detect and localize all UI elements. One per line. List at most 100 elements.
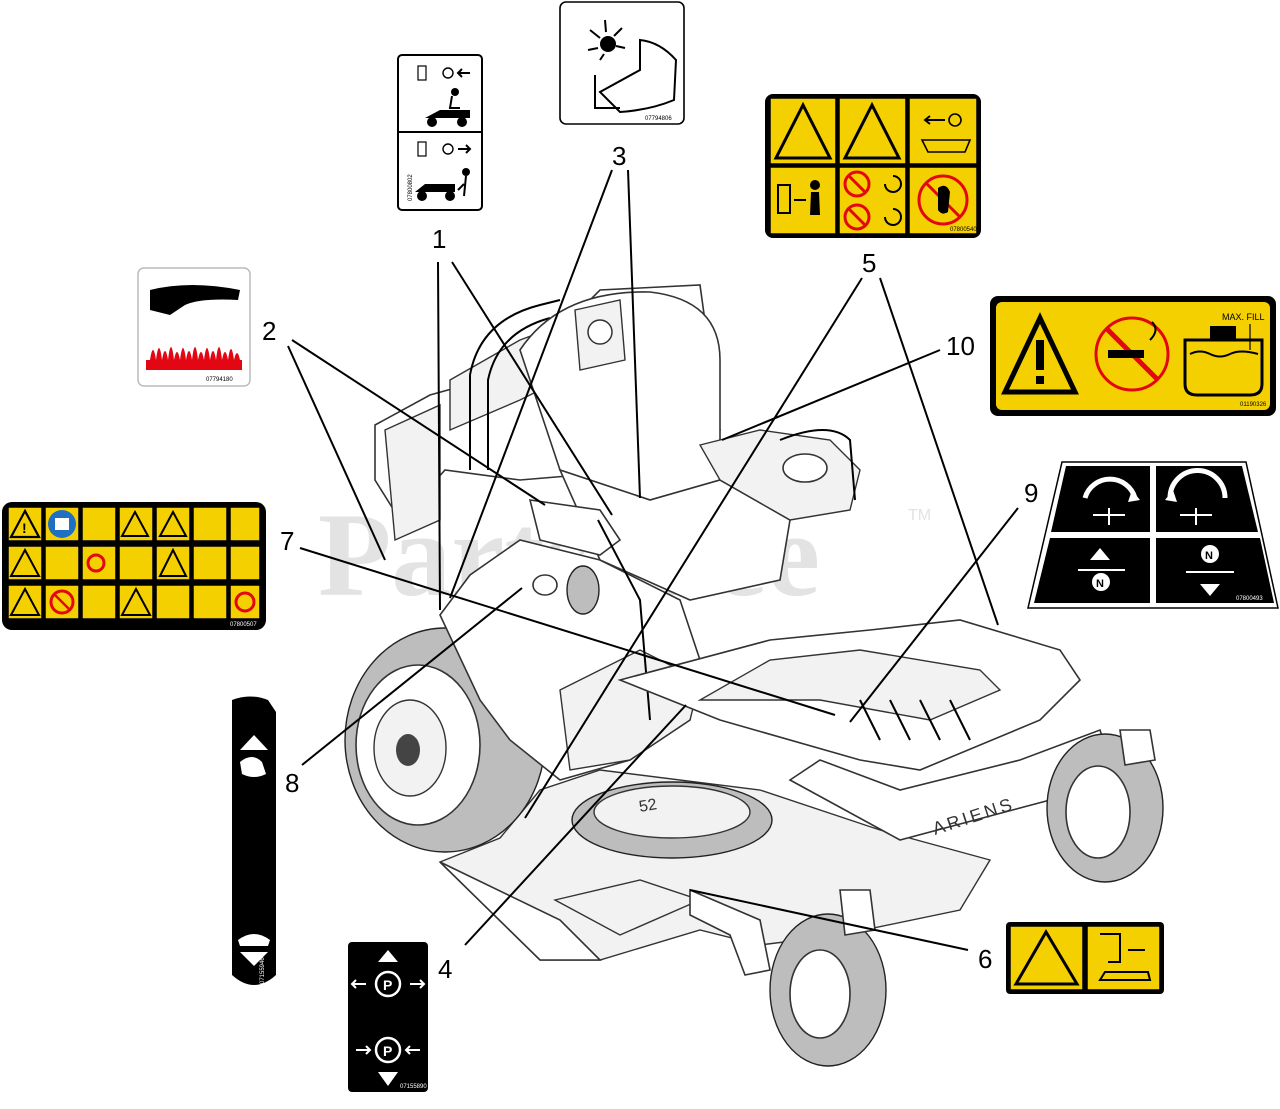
rear-wheel-left-axle	[396, 734, 420, 766]
decal-9-code: 07800493	[1236, 596, 1263, 602]
svg-text:N: N	[1205, 550, 1213, 562]
decal-3: 07794806	[559, 1, 685, 125]
svg-text:N: N	[1096, 578, 1104, 590]
decal-1: 07800802	[397, 54, 483, 211]
caution-triangle-icon	[1001, 312, 1079, 395]
no-smoking-icon	[1094, 316, 1170, 392]
no-feet-icon	[917, 174, 969, 226]
foot-plate	[697, 649, 1002, 721]
decal-1-top-panel	[417, 65, 470, 127]
decal-9: N N 07800493	[1027, 461, 1279, 609]
callout-8: 8	[285, 768, 299, 798]
ignition-switch	[532, 574, 558, 596]
no-children-icon	[234, 591, 256, 613]
deck-neutral-up-icon: N	[1078, 548, 1125, 591]
fuel-cap	[782, 453, 828, 483]
callout-4: 4	[438, 954, 452, 984]
decal-8: 07155946	[232, 696, 276, 985]
max-fill-label: MAX. FILL	[1222, 312, 1265, 322]
hand-icon	[150, 285, 240, 315]
leader-6	[689, 889, 969, 951]
callout-5: 5	[862, 248, 876, 278]
slope-warning-icon	[158, 509, 188, 537]
throttle-up-arrow-icon	[240, 735, 268, 750]
callout-10: 10	[946, 331, 975, 361]
leader-2a	[287, 345, 386, 561]
decal-10-code: 01190326	[1240, 402, 1267, 408]
throttle-knob	[566, 565, 600, 615]
decal-3-frame	[559, 1, 685, 125]
fuel-tank-max-fill-icon: MAX. FILL	[1183, 312, 1265, 397]
keep-bystanders-away-icon	[777, 180, 820, 215]
park-brake-engage-icon	[374, 970, 402, 998]
callout-numbers: 1 2 3 4 5 6 7 8 9 10	[262, 141, 1038, 984]
deck-neutral-down-icon: N	[1186, 545, 1234, 596]
leader-4	[464, 704, 687, 946]
rabbit-fast-icon	[240, 757, 266, 777]
mower-illustration: ARIENS 52	[344, 284, 1164, 1067]
leader-3b	[627, 169, 641, 499]
deck-blade-warning-icon	[1013, 929, 1080, 986]
callout-2: 2	[262, 316, 276, 346]
deck-discharge-chute	[439, 861, 602, 961]
right-rops-post	[779, 429, 856, 501]
decal-7-code: 07800507	[230, 622, 257, 628]
seat-cushion	[558, 468, 791, 601]
front-frame-nose	[788, 728, 1111, 841]
front-caster-left-hub	[789, 949, 851, 1039]
hand-entangle-icon	[598, 38, 678, 114]
front-caster-right-hub	[1065, 765, 1131, 859]
no-passenger-icon	[86, 553, 106, 573]
rops-left-post	[469, 299, 561, 470]
key-removal-icon	[920, 113, 972, 153]
seat-logo	[587, 319, 613, 345]
svg-text:!: !	[22, 520, 27, 536]
heat-flames-icon	[146, 347, 242, 370]
leader-9	[849, 507, 1019, 723]
park-brake-release-icon	[374, 1036, 402, 1064]
deck-raise-counterclockwise-icon	[1165, 468, 1228, 525]
callout-7: 7	[280, 526, 294, 556]
callout-3: 3	[612, 141, 626, 171]
decal-6	[1006, 922, 1164, 994]
decal-2-code: 07794180	[206, 377, 233, 383]
left-armrest	[528, 499, 622, 556]
leader-3a	[449, 169, 613, 599]
decal-3-code: 07794806	[645, 116, 672, 122]
thrown-object-icon-small	[9, 547, 41, 577]
turtle-slow-icon	[238, 934, 270, 946]
caster-right-fork	[1119, 729, 1156, 766]
decal-2: 07794180	[137, 267, 251, 387]
general-warning-icon	[9, 508, 41, 539]
no-riders-icon	[49, 589, 75, 615]
decal-7-grid	[7, 506, 261, 620]
drive-over-edge-icon	[158, 547, 188, 577]
deck-raise-clockwise-icon	[1082, 476, 1140, 525]
deck-dome-top	[593, 785, 751, 839]
decal-10: MAX. FILL 01190326	[990, 296, 1276, 416]
callout-9: 9	[1024, 478, 1038, 508]
leader-2b	[291, 339, 546, 506]
decal-5-code: 07800540	[950, 227, 977, 233]
callout-6: 6	[978, 944, 992, 974]
leader-5b	[879, 277, 999, 626]
leader-lines	[287, 169, 1019, 951]
steep-slope-icon	[120, 586, 152, 616]
svg-text:P: P	[383, 1043, 392, 1059]
moving-parts-icon	[587, 19, 626, 61]
leader-1b	[451, 261, 613, 516]
leader-7	[299, 547, 836, 716]
watermark-tm: TM	[908, 507, 931, 524]
decal-1-code: 07800802	[408, 174, 414, 201]
blade-hazard-icon	[842, 101, 902, 160]
foot-plate-ribs	[859, 699, 971, 741]
deck-size-label: 52	[638, 796, 659, 816]
rops-left-post-inner	[487, 317, 551, 470]
svg-text:P: P	[383, 977, 392, 993]
callout-1: 1	[432, 224, 446, 254]
throttle-down-arrow-icon	[240, 952, 268, 966]
deck-lift-arm	[689, 888, 771, 976]
leader-5a	[524, 277, 863, 819]
tipover-icon	[9, 586, 41, 616]
